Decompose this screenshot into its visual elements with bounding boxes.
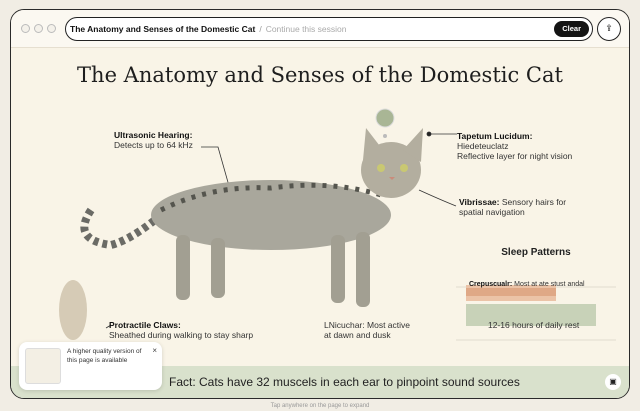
clear-button[interactable]: Clear	[554, 21, 589, 37]
cat-body	[151, 180, 391, 250]
rest-bar	[466, 304, 596, 326]
claws-label: Protractile Claws:Sheathed during walkin…	[109, 320, 254, 340]
page-thumbnail	[25, 348, 61, 384]
continue-placeholder: Continue this session	[265, 24, 347, 34]
session-input[interactable]: The Anatomy and Senses of the Domestic C…	[65, 17, 593, 41]
vibrissae-leader-line	[418, 189, 457, 207]
window-dot	[34, 24, 43, 33]
cat-tail	[80, 207, 164, 250]
cat-illustration	[59, 108, 616, 341]
page-title: The Anatomy and Senses of the Domestic C…	[77, 63, 563, 87]
quality-toast[interactable]: A higher quality version of this page is…	[19, 342, 162, 390]
share-icon: ⇪	[605, 23, 613, 33]
crepuscular-label: Crepuscualr: Most at ate stust andal	[469, 281, 585, 288]
hearing-label: Ultrasonic Hearing:Detects up to 64 kHz	[114, 130, 193, 150]
browser-frame: The Anatomy and Senses of the Domestic C…	[10, 9, 630, 399]
separator: /	[259, 24, 262, 34]
session-title: The Anatomy and Senses of the Domestic C…	[70, 24, 256, 34]
ear-indicator-icon	[375, 108, 395, 128]
share-button[interactable]: ⇪	[597, 17, 621, 41]
expand-hint: Tap anywhere on the page to expand	[270, 403, 370, 409]
paw-illustration	[59, 280, 87, 340]
cat-head	[361, 142, 421, 198]
close-icon[interactable]: ×	[152, 346, 157, 355]
fact-text: Fact: Cats have 32 muscels in each ear t…	[169, 375, 520, 389]
rest-label: 12-16 hours of daily rest	[488, 320, 580, 330]
window-dot	[21, 24, 30, 33]
top-bar: The Anatomy and Senses of the Domestic C…	[11, 10, 629, 48]
sleep-title: Sleep Patterns	[501, 247, 571, 258]
sleep-patterns: Sleep Patterns	[456, 247, 616, 266]
window-dot	[47, 24, 56, 33]
feedback-button[interactable]: ▣	[605, 374, 621, 390]
toast-message: A higher quality version of this page is…	[67, 348, 142, 364]
